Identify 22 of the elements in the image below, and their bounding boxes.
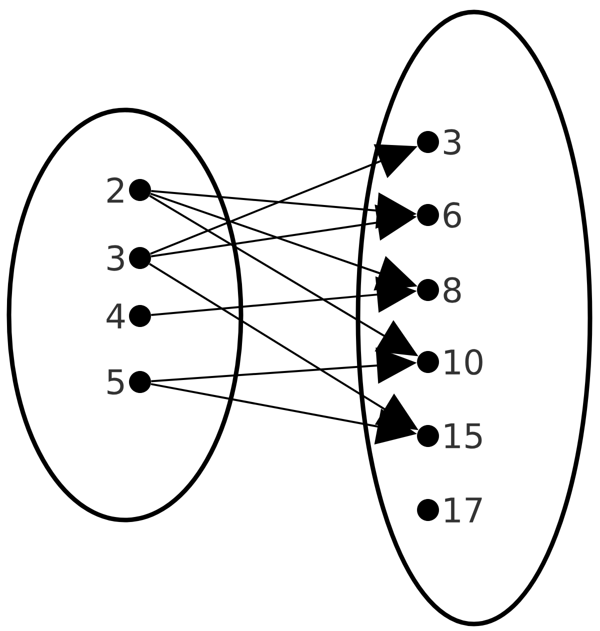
node-label: 5 — [108, 369, 124, 395]
node-label: 2 — [107, 177, 124, 203]
labeled-point: 15 — [417, 423, 482, 449]
labeled-point: 3 — [108, 245, 151, 271]
labeled-point: 5 — [108, 369, 151, 395]
labeled-point: 10 — [417, 349, 482, 375]
node-label: 4 — [106, 304, 125, 328]
node-label: 17 — [445, 498, 482, 522]
labeled-point: 17 — [417, 498, 482, 522]
set-ellipse — [356, 10, 592, 626]
node-label: 15 — [445, 423, 482, 449]
set-ellipse — [6, 108, 244, 522]
labeled-point: 2 — [107, 177, 151, 203]
node-label: 8 — [444, 277, 461, 303]
node-label: 3 — [444, 129, 460, 155]
labeled-point: 4 — [106, 304, 151, 328]
labeled-point: 3 — [417, 129, 460, 155]
labeled-point: 8 — [417, 277, 461, 303]
node-label: 3 — [108, 245, 124, 271]
labeled-point: 6 — [417, 202, 461, 228]
node-label: 6 — [444, 202, 461, 228]
node-label: 10 — [445, 349, 482, 375]
